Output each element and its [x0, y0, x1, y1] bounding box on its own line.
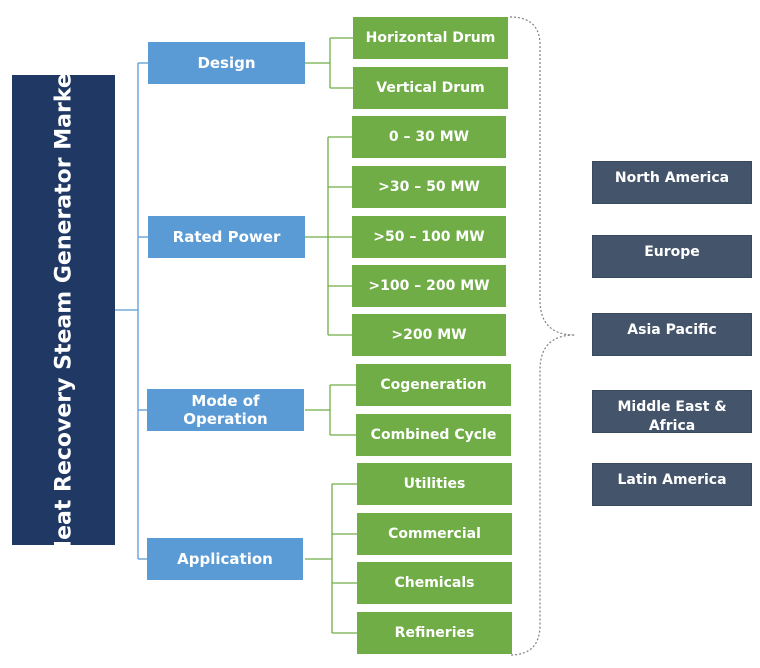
leaf-30-50-mw: >30 – 50 MW: [352, 166, 506, 208]
region-label: North America: [614, 170, 730, 186]
leaf-cogeneration: Cogeneration: [356, 364, 511, 406]
leaf-200-mw: >200 MW: [352, 314, 506, 356]
category-mode-of-operation: Mode of Operation: [147, 389, 304, 431]
region-label: Latin America: [617, 472, 727, 488]
leaf-refineries: Refineries: [357, 612, 512, 654]
region-label: Europe: [644, 244, 700, 260]
category-label: Rated Power: [172, 228, 281, 246]
leaf-100-200-mw: >100 – 200 MW: [352, 265, 506, 307]
region-middle-east-africa: Middle East & Africa: [592, 390, 752, 433]
category-design: Design: [148, 42, 305, 84]
region-label: Asia Pacific: [627, 322, 717, 338]
leaf-combined-cycle: Combined Cycle: [356, 414, 511, 456]
leaf-label: Cogeneration: [380, 377, 487, 393]
leaf-horizontal-drum: Horizontal Drum: [353, 17, 508, 59]
leaf-chemicals: Chemicals: [357, 562, 512, 604]
leaf-commercial: Commercial: [357, 513, 512, 555]
leaf-label: Horizontal Drum: [365, 30, 496, 46]
region-latin-america: Latin America: [592, 463, 752, 506]
leaf-label: >200 MW: [391, 327, 467, 343]
curly-brace: [509, 16, 576, 656]
leaf-label: Vertical Drum: [376, 80, 485, 96]
region-north-america: North America: [592, 161, 752, 204]
root-title: Heat Recovery Steam Generator Market: [51, 62, 76, 558]
leaf-utilities: Utilities: [357, 463, 512, 505]
category-rated-power: Rated Power: [148, 216, 305, 258]
leaf-label: Chemicals: [394, 575, 475, 591]
region-asia-pacific: Asia Pacific: [592, 313, 752, 356]
leaf-vertical-drum: Vertical Drum: [353, 67, 508, 109]
leaf-label: Utilities: [403, 476, 466, 492]
leaf-label: Refineries: [394, 625, 475, 641]
leaf-label: >30 – 50 MW: [378, 179, 480, 195]
region-label: Middle East & Africa: [617, 399, 727, 433]
leaf-label: Combined Cycle: [370, 427, 497, 443]
category-label: Application: [177, 550, 273, 568]
root-market-box: Heat Recovery Steam Generator Market: [12, 62, 115, 558]
leaf-50-100-mw: >50 – 100 MW: [352, 216, 506, 258]
region-europe: Europe: [592, 235, 752, 278]
leaf-label: Commercial: [388, 526, 481, 542]
category-application: Application: [147, 538, 303, 580]
leaf-label: >100 – 200 MW: [368, 278, 490, 294]
leaf-0-30-mw: 0 – 30 MW: [352, 116, 506, 158]
category-label: Design: [197, 54, 256, 72]
leaf-label: 0 – 30 MW: [388, 129, 470, 145]
leaf-label: >50 – 100 MW: [373, 229, 485, 245]
category-label: Mode of Operation: [183, 392, 268, 428]
